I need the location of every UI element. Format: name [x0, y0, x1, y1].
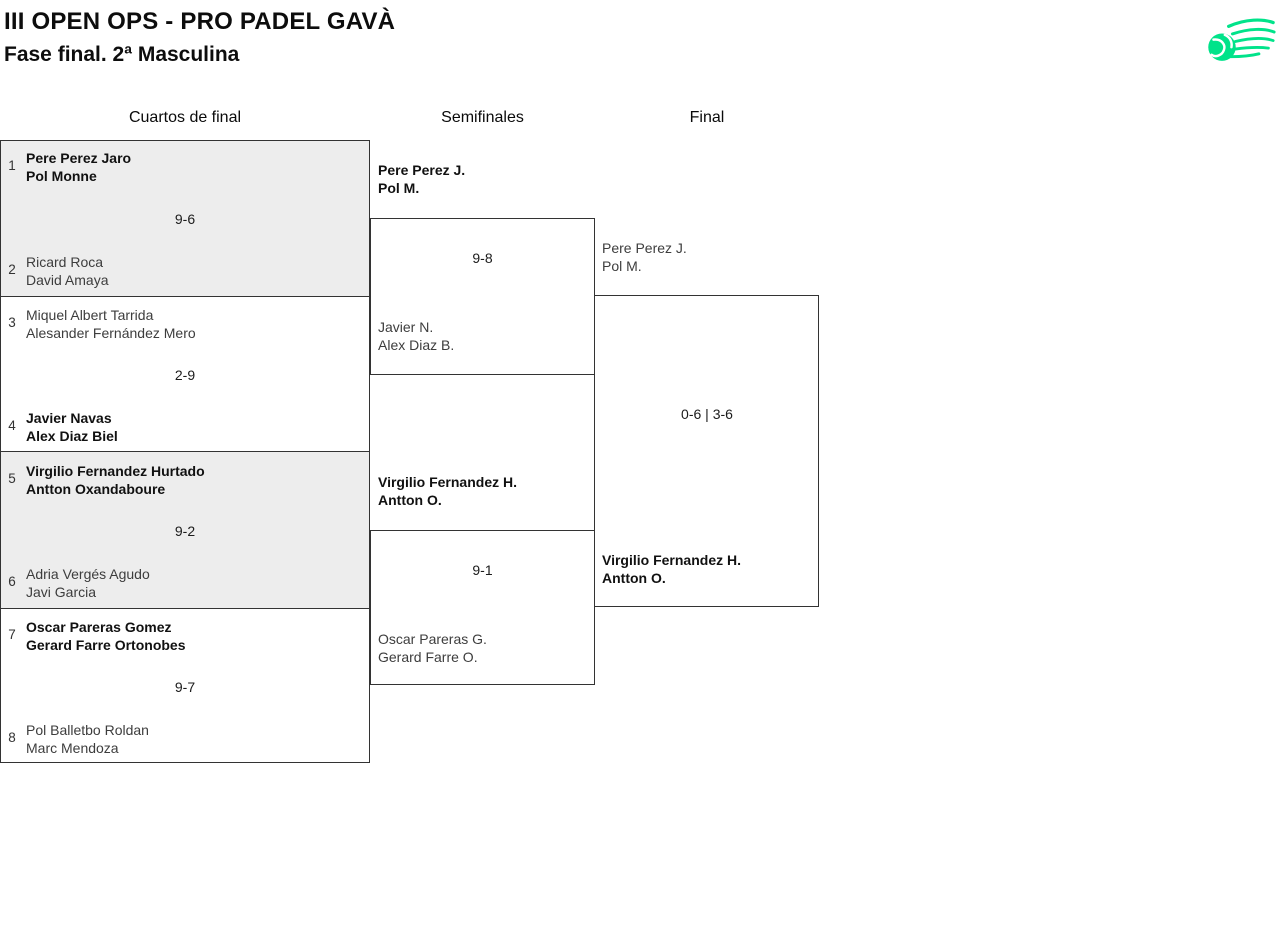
qf-match-2[interactable] [1, 296, 369, 451]
sf2-score: 9-1 [472, 562, 493, 578]
page-title: III OPEN OPS - PRO PADEL GAVÀ [4, 8, 396, 35]
final-team-bottom: Virgilio Fernandez H.Antton O. [602, 552, 741, 586]
qf3-score: 9-2 [174, 523, 196, 539]
sf2-team-bottom: Oscar Pareras G.Gerard Farre O. [378, 631, 487, 665]
sf1-team-bottom: Javier N.Alex Diaz B. [378, 319, 455, 353]
qf2-seed-bottom: 4 [8, 418, 16, 433]
sf2-team-top: Virgilio Fernandez H.Antton O. [378, 474, 517, 508]
sf-match-2[interactable] [370, 530, 595, 685]
qf2-seed-top: 3 [8, 315, 16, 330]
qf4-score: 9-7 [174, 679, 196, 695]
ball-swoosh-icon [1208, 18, 1276, 61]
qf2-score: 2-9 [174, 367, 196, 383]
quarterfinals-column [0, 140, 370, 763]
final-score: 0-6 | 3-6 [681, 406, 733, 422]
sf1-team-top: Pere Perez J.Pol M. [378, 162, 466, 196]
qf-match-1[interactable] [1, 141, 369, 296]
qf3-seed-bottom: 6 [8, 574, 16, 589]
qf1-seed-bottom: 2 [8, 262, 16, 277]
round-header-semifinals: Semifinales [441, 109, 524, 126]
sf1-score: 9-8 [472, 250, 493, 266]
final-match[interactable] [594, 295, 819, 607]
qf1-score: 9-6 [174, 211, 196, 227]
round-header-final: Final [689, 109, 725, 126]
qf3-seed-top: 5 [8, 471, 16, 486]
qf4-seed-bottom: 8 [8, 730, 16, 745]
page-subtitle: Fase final. 2ª Masculina [4, 43, 240, 66]
qf1-seed-top: 1 [8, 158, 16, 173]
qf4-seed-top: 7 [8, 627, 16, 642]
qf-match-4[interactable] [1, 608, 369, 762]
round-header-quarterfinals: Cuartos de final [128, 109, 242, 126]
qf-match-3[interactable] [1, 451, 369, 608]
final-team-top: Pere Perez J.Pol M. [602, 240, 687, 274]
